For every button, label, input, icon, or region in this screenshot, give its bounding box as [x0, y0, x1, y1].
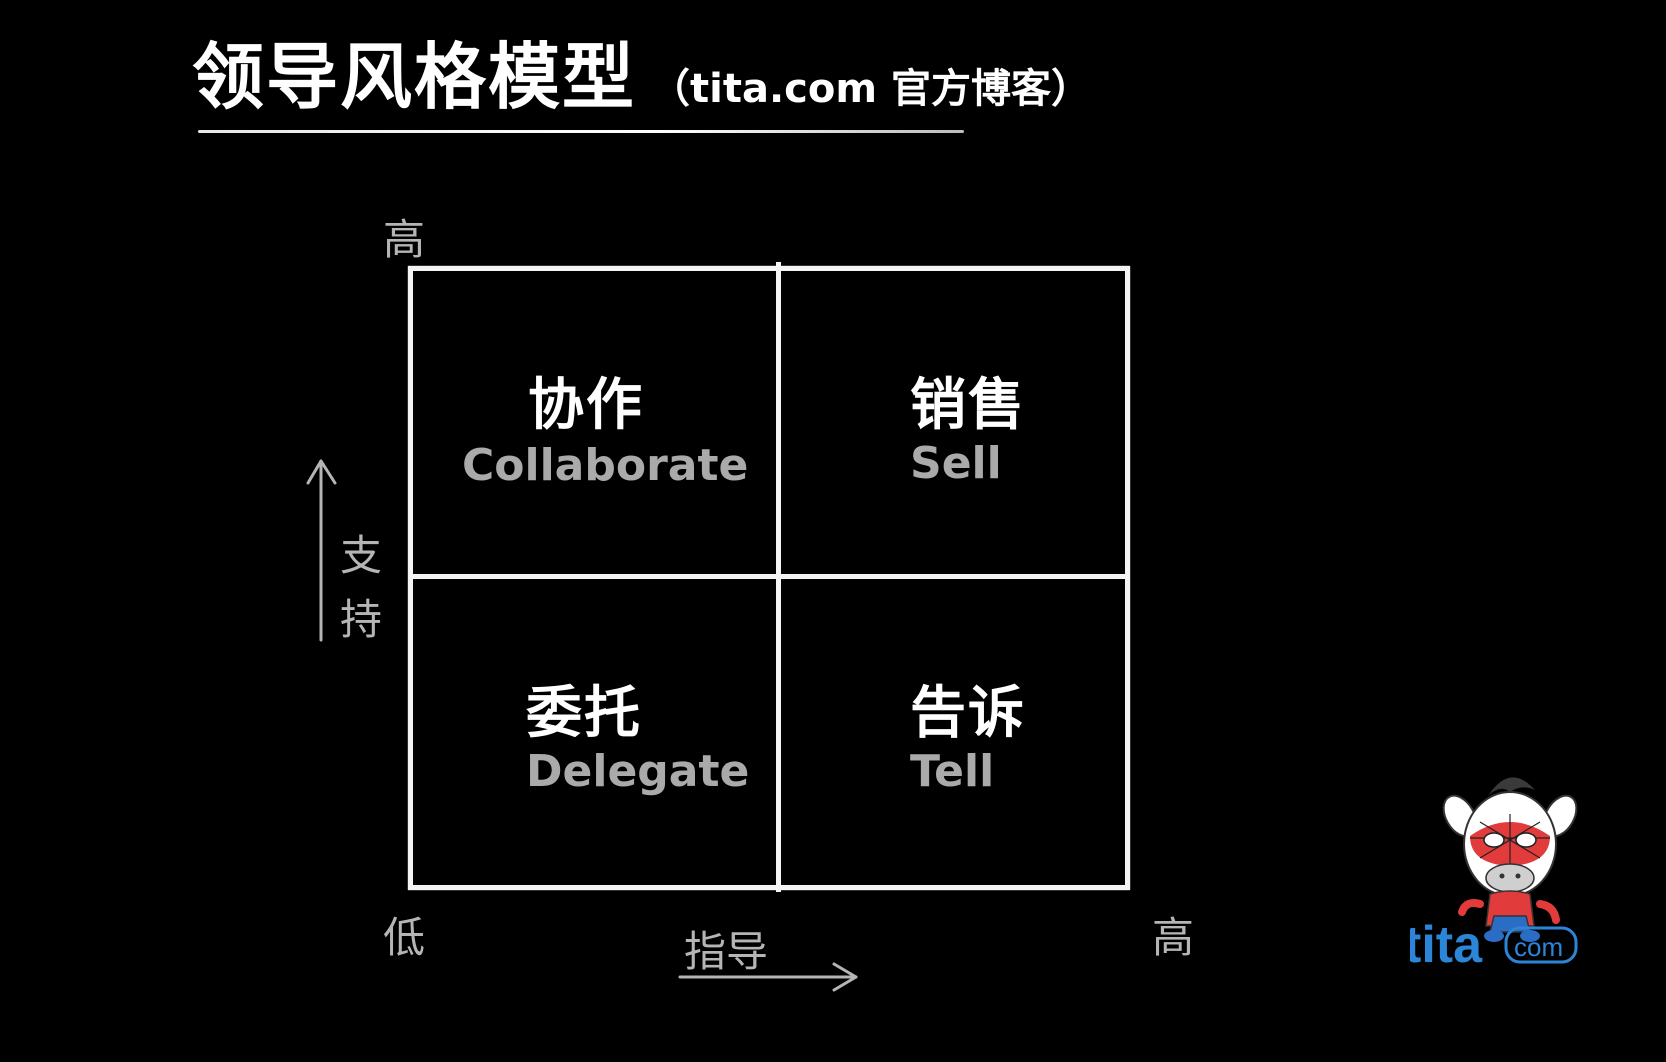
x-axis-title: 指导	[684, 927, 769, 976]
origin-low-label: 低	[383, 913, 426, 962]
tita-logo: tita com	[1410, 777, 1578, 966]
title-row: 领导风格模型 （tita.com 官方博客）	[192, 18, 1091, 123]
page-title: 领导风格模型	[192, 35, 637, 119]
quadrant-delegate-cn: 委托	[526, 681, 642, 746]
y-axis-arrow-icon	[306, 459, 337, 642]
quadrant-tell-en: Tell	[910, 746, 995, 797]
logo-text: tita	[1410, 916, 1483, 966]
y-axis-title-char-1: 支	[340, 531, 383, 580]
quadrant-delegate-en: Delegate	[526, 746, 750, 797]
logo-suffix: com	[1514, 932, 1563, 962]
page-subtitle: （tita.com 官方博客）	[650, 66, 1091, 112]
y-axis-title-char-2: 持	[340, 595, 383, 644]
grid-horizontal-divider	[408, 574, 1130, 579]
quadrant-sell-cn: 销售	[910, 373, 1026, 438]
x-axis-high-label: 高	[1152, 913, 1195, 962]
y-axis-high-label: 高	[383, 215, 426, 264]
x-axis-arrow-icon	[678, 962, 858, 992]
quadrant-collaborate-en: Collaborate	[462, 440, 749, 491]
quadrant-sell-en: Sell	[910, 438, 1002, 489]
title-underline	[198, 130, 964, 133]
quadrant-collaborate-cn: 协作	[528, 373, 644, 438]
quadrant-tell-cn: 告诉	[910, 681, 1026, 746]
